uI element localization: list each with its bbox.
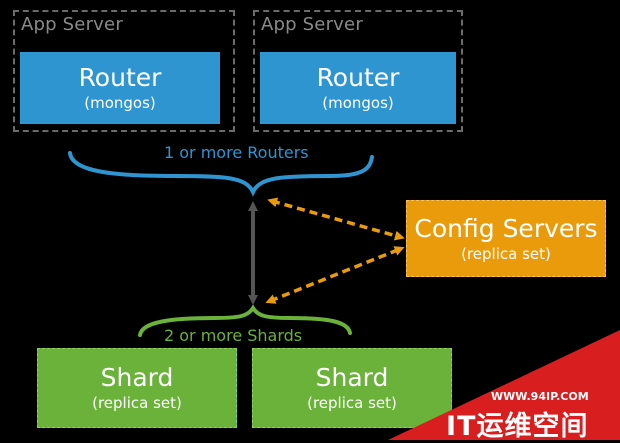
router-subtitle: (mongos) (84, 94, 156, 112)
shard-title: Shard (315, 363, 389, 392)
config-arrow-bottom (265, 246, 405, 304)
config-arrow-top (267, 197, 405, 241)
router-2: Router (mongos) (260, 52, 456, 124)
app-server-label: App Server (261, 14, 363, 35)
shard-1: Shard (replica set) (37, 348, 237, 428)
config-subtitle: (replica set) (461, 244, 551, 263)
router-subtitle: (mongos) (322, 94, 394, 112)
router-title: Router (316, 63, 400, 92)
shards-brace (138, 304, 352, 337)
config-title: Config Servers (414, 213, 598, 243)
config-servers: Config Servers (replica set) (406, 200, 606, 277)
shard-subtitle: (replica set) (92, 394, 182, 412)
routers-brace-label: 1 or more Routers (164, 143, 309, 162)
watermark-url: WWW.94IP.COM (491, 390, 589, 403)
watermark-text: IT运维空间 (446, 411, 589, 442)
shard-2: Shard (replica set) (252, 348, 452, 428)
shards-brace-label: 2 or more Shards (164, 326, 303, 345)
shard-subtitle: (replica set) (307, 394, 397, 412)
router-1: Router (mongos) (20, 52, 220, 124)
app-server-label: App Server (21, 14, 123, 35)
shard-title: Shard (100, 363, 174, 392)
routers-brace (68, 151, 374, 197)
router-title: Router (78, 63, 162, 92)
app-server-2: App Server (253, 10, 463, 132)
app-server-1: App Server (13, 10, 235, 132)
